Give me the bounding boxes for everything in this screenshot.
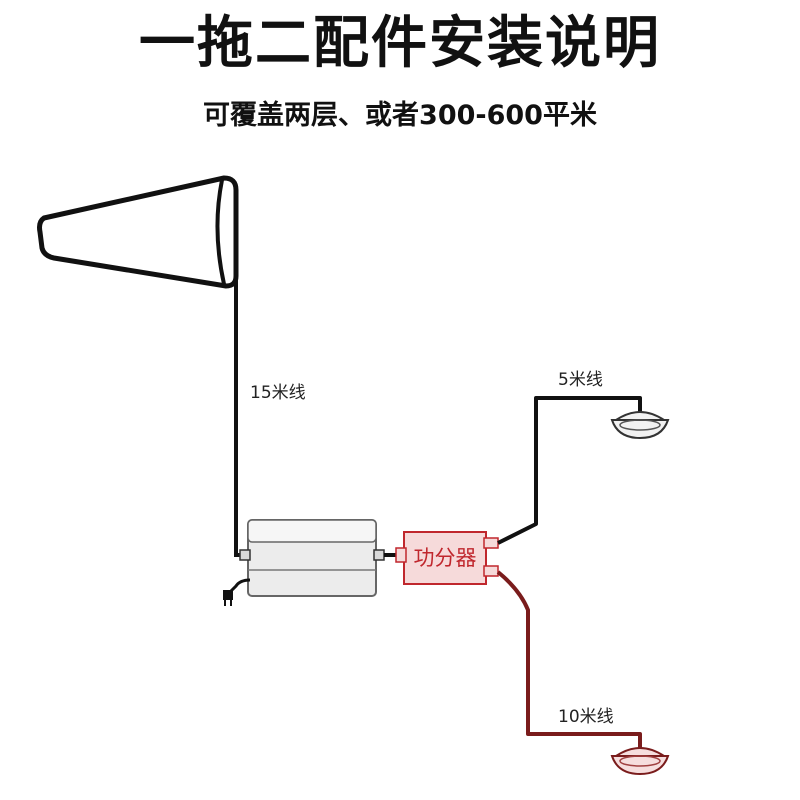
upper-cable <box>497 396 642 545</box>
outdoor-antenna-icon <box>37 175 239 289</box>
ceiling-antenna-icon <box>610 411 670 440</box>
page-title: 一拖二配件安装说明 <box>139 11 661 76</box>
signal-booster-icon <box>239 519 385 597</box>
lower-cable-label: 10米线 <box>558 707 614 727</box>
antenna-cable-label: 15米线 <box>250 383 306 403</box>
lower-cable <box>496 570 642 748</box>
power-plug-icon <box>223 578 251 606</box>
upper-cable-label: 5米线 <box>558 370 603 390</box>
power-splitter-icon <box>395 531 499 585</box>
page-subtitle: 可覆盖两层、或者300-600平米 <box>203 100 597 131</box>
antenna-cable <box>234 232 244 557</box>
splitter-label: 功分器 <box>414 546 477 570</box>
ceiling-antenna-icon <box>610 747 670 776</box>
